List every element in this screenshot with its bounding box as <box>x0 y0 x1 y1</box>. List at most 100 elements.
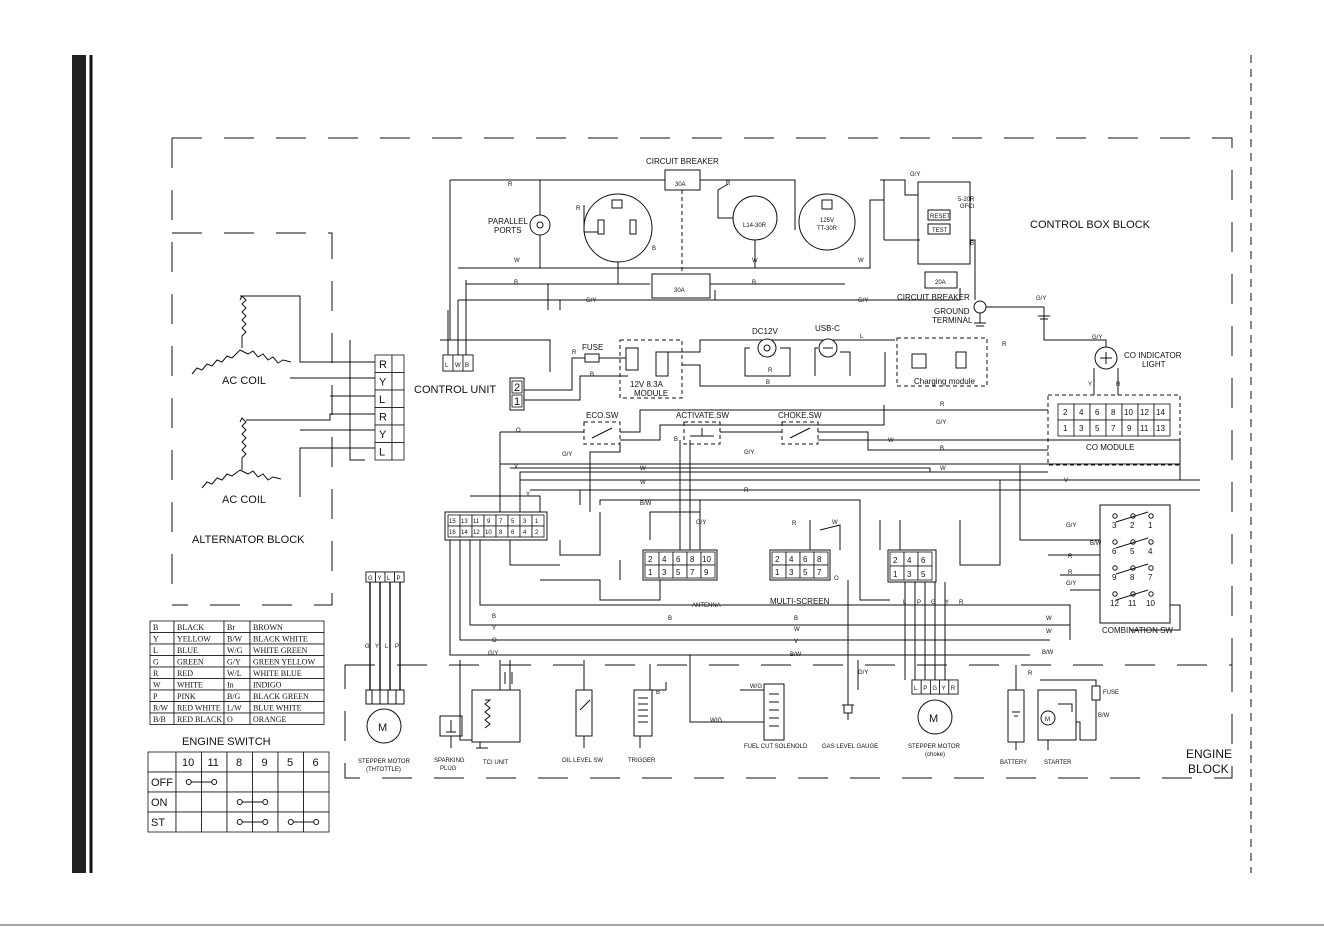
ground-terminal-label-2: TERMINAL <box>932 316 973 325</box>
stepper-choke-wire-letter: Y <box>945 600 949 606</box>
alternator-outline <box>172 232 333 606</box>
cb-bottom-rating: 30A <box>674 288 685 294</box>
engine-switch-cell <box>175 791 202 813</box>
ground-terminal-label-1: GROUND <box>934 307 970 316</box>
co-module-pin-number: 11 <box>1140 424 1149 433</box>
color-table-text: B/B <box>153 715 166 724</box>
module-12v-label-2: MODULE <box>634 389 668 398</box>
combination-sw-contact <box>1112 513 1118 519</box>
connector-pin-number: 10 <box>702 555 711 564</box>
connector-pin-number: 4 <box>662 555 667 564</box>
svg-text:B/W: B/W <box>640 501 652 507</box>
control-unit-plug-number: 1 <box>514 396 520 408</box>
color-table-text: BLACK GREEN <box>253 692 309 701</box>
connector-pin-number: 3 <box>907 570 912 579</box>
svg-text:G/Y: G/Y <box>744 450 754 456</box>
parallel-ports-label-2: PORTS <box>494 226 521 235</box>
svg-text:B: B <box>668 616 672 622</box>
color-table-text: L/W <box>227 704 242 713</box>
control-unit-terminal-letter: L <box>445 363 449 369</box>
color-table-text: RED BLACK <box>177 715 222 724</box>
combination-sw-blade <box>1115 563 1149 575</box>
control-unit-plug-pin <box>511 394 523 408</box>
svg-text:R: R <box>508 182 513 188</box>
stepper-throttle-wire-letter: Y <box>375 644 379 650</box>
co-module-pin-number: 2 <box>1063 408 1068 417</box>
co-module-pin-number: 14 <box>1156 408 1165 417</box>
outlet-main <box>583 193 653 284</box>
combination-sw-contact <box>1148 513 1154 519</box>
svg-text:V: V <box>794 639 798 645</box>
connector-pin-number: 2 <box>775 555 780 564</box>
color-table-cell <box>249 712 325 725</box>
color-table-text: W/G <box>227 646 243 655</box>
eco-sw-label: ECO.SW <box>586 411 619 420</box>
connector-pin-number: 6 <box>511 530 515 536</box>
oil-level-sw: OIL LEVEL SW <box>562 660 603 764</box>
stepper-throttle-wire-letter: L <box>385 644 389 650</box>
stepper-choke-pin-letter: L <box>914 686 918 692</box>
stepper-choke-label-2: (choke) <box>925 752 945 758</box>
gfci-test: TEST <box>932 228 948 234</box>
cb-right-label: CIRCUIT BREAKER <box>897 293 970 302</box>
co-module-pin-number: 13 <box>1156 424 1165 433</box>
gfci-label-1: 5-20R <box>958 197 975 203</box>
svg-text:B/W: B/W <box>1042 650 1054 656</box>
co-module-pin-number: 12 <box>1140 408 1149 417</box>
fuse-label: FUSE <box>582 343 603 352</box>
stepper-throttle-pin-letter: Y <box>378 576 382 582</box>
color-table-text: BROWN <box>253 623 283 632</box>
svg-text:R: R <box>792 521 797 527</box>
svg-text:W: W <box>888 438 894 444</box>
connector-pin-number: 15 <box>449 519 456 525</box>
connector-pin-number: 6 <box>803 555 808 564</box>
fuel-cut-label: FUEL CUT SOLENOLD <box>744 744 808 750</box>
co-module-pin-number: 7 <box>1111 424 1116 433</box>
combination-sw-contact <box>1112 539 1118 545</box>
connector-pin-number: 1 <box>535 519 539 525</box>
svg-text:Y: Y <box>1088 382 1092 388</box>
combination-sw-contact <box>1148 591 1154 597</box>
svg-text:L: L <box>860 334 864 340</box>
connector-pin-number: 4 <box>523 530 527 536</box>
color-table-text: P <box>153 692 158 701</box>
alternator-terminal-blank <box>391 354 405 373</box>
alternator-terminal-blank <box>391 389 405 408</box>
connector-pin-number: 3 <box>662 568 667 577</box>
connector-pin-number: 2 <box>648 555 653 564</box>
color-table-text: GREEN YELLOW <box>253 658 316 667</box>
connector-pin-number: 12 <box>473 530 480 536</box>
combination-sw-blade <box>1115 511 1149 523</box>
connector-pin-number: 1 <box>648 568 653 577</box>
svg-text:G/Y: G/Y <box>562 452 572 458</box>
svg-text:V: V <box>1064 478 1068 484</box>
connector-pin <box>700 564 716 579</box>
gas-level-gauge: GAS LEVEL GAUGE <box>822 580 878 750</box>
svg-text:O: O <box>492 638 497 644</box>
usb-c-label: USB-C <box>815 324 840 333</box>
stepper-choke-wire-letter: G <box>931 600 936 606</box>
stepper-choke-wire-letter: R <box>959 600 964 606</box>
co-module-pin-number: 5 <box>1095 424 1100 433</box>
connector-pin-number: 10 <box>485 530 492 536</box>
co-indicator-label-2: LIGHT <box>1142 360 1166 369</box>
color-table-text: B <box>153 623 158 632</box>
choke-motor-m: M <box>929 713 938 725</box>
svg-text:B: B <box>492 614 496 620</box>
svg-text:R: R <box>1002 342 1007 348</box>
color-table-text: R <box>153 669 159 678</box>
ground-terminal: GROUND TERMINAL <box>932 300 1050 327</box>
color-table-text: YELLOW <box>177 635 211 644</box>
engine-switch-contact <box>185 779 192 785</box>
co-module-pin-number: 8 <box>1111 408 1116 417</box>
stepper-choke-pin-letter: Y <box>942 686 946 692</box>
svg-text:R: R <box>1028 671 1033 677</box>
connector-pin <box>917 565 933 581</box>
combination-sw-pin: 10 <box>1146 599 1155 608</box>
svg-text:R: R <box>1068 570 1073 576</box>
engine-switch-title: ENGINE SWITCH <box>182 736 271 748</box>
starter: M STARTER <box>1037 679 1097 766</box>
engine-switch-cell <box>303 771 330 793</box>
svg-text:W: W <box>858 258 864 264</box>
